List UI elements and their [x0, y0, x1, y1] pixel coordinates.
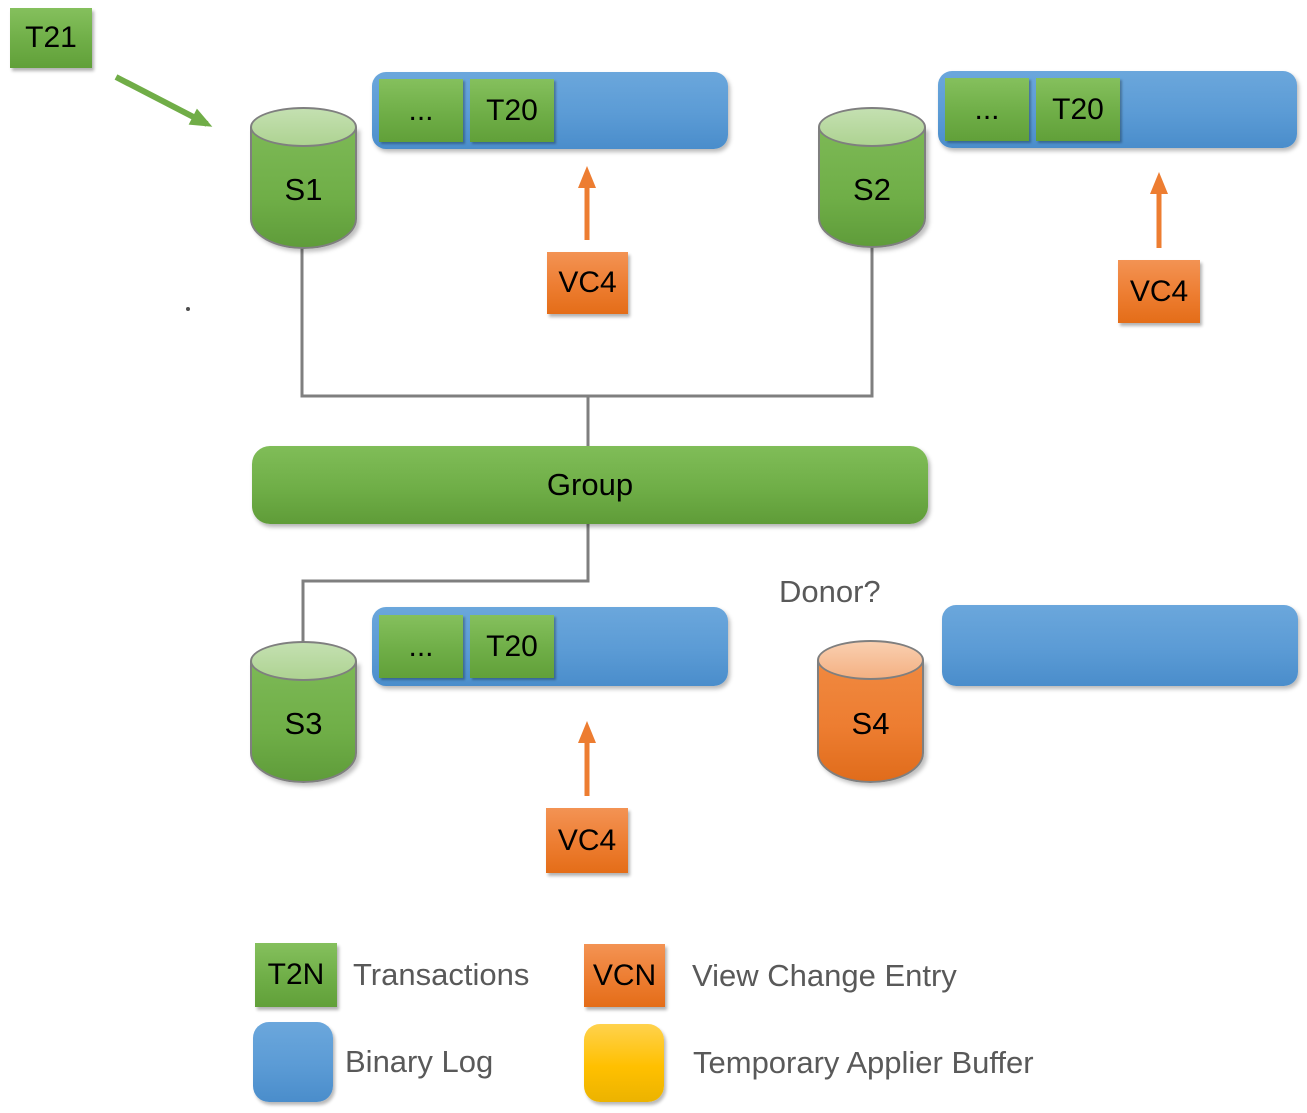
binary-log-s3: ... T20 [372, 607, 728, 686]
binlog-entry-older: ... [379, 79, 463, 142]
transaction-box-t21: T21 [10, 8, 92, 68]
legend-key-transactions: T2N [255, 943, 337, 1007]
server-cylinder-s4: S4 [817, 640, 924, 783]
legend-label-binary-log: Binary Log [345, 1044, 494, 1079]
view-change-box-s3: VC4 [546, 808, 628, 873]
legend-key-binary-log [253, 1022, 333, 1102]
donor-question-label: Donor? [779, 574, 881, 609]
binary-log-s2: ... T20 [938, 71, 1297, 148]
server-cylinder-s1: S1 [250, 107, 357, 249]
cylinder-top [818, 107, 926, 147]
cylinder-body [250, 661, 357, 783]
cylinder-top [250, 641, 357, 681]
cylinder-body [818, 127, 926, 248]
small-dot [186, 307, 190, 311]
legend-label-transactions: Transactions [353, 957, 530, 992]
cylinder-top [817, 640, 924, 680]
cylinder-top [250, 107, 357, 147]
binlog-entry-t20: T20 [470, 615, 554, 678]
t21-to-s1-arrow [114, 74, 213, 127]
legend-key-view-change: VCN [584, 944, 665, 1007]
server-cylinder-s3: S3 [250, 641, 357, 783]
cylinder-body [250, 127, 357, 249]
server-cylinder-s2: S2 [818, 107, 926, 248]
binlog-entry-older: ... [945, 78, 1029, 141]
legend-label-applier-buffer: Temporary Applier Buffer [693, 1045, 1034, 1080]
binlog-entry-t20: T20 [1036, 78, 1120, 141]
server-label-s2: S2 [853, 171, 891, 207]
server-label-s3: S3 [284, 706, 323, 741]
server-label-s4: S4 [851, 705, 890, 741]
cylinder-body [817, 660, 924, 783]
binary-log-s4-empty [942, 605, 1298, 686]
view-change-box-s2: VC4 [1118, 260, 1200, 323]
connector-group-to-s3 [301, 522, 590, 642]
legend-label-view-change: View Change Entry [692, 957, 957, 993]
legend-key-applier-buffer [584, 1024, 664, 1102]
binlog-entry-t20: T20 [470, 79, 554, 142]
binary-log-s1: ... T20 [372, 72, 728, 149]
server-label-s1: S1 [284, 172, 323, 207]
binlog-entry-older: ... [379, 615, 463, 678]
view-change-box-s1: VC4 [547, 252, 628, 314]
group-box: Group [252, 446, 928, 524]
